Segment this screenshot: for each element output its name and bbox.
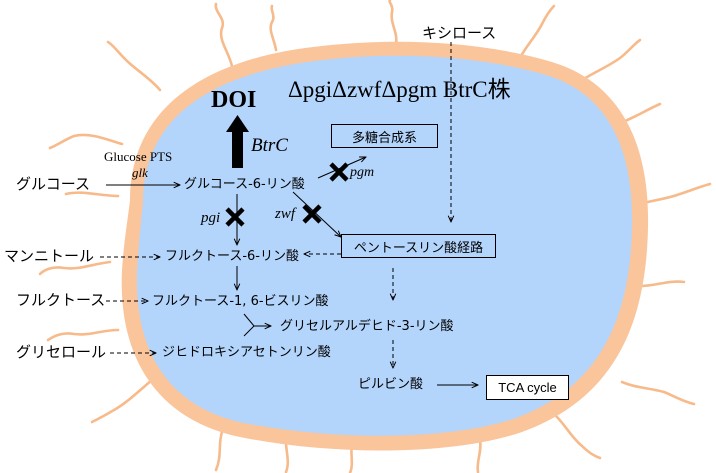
pilus [106, 40, 162, 92]
pilus [476, 438, 482, 473]
pgi-deletion-icon [225, 207, 245, 227]
doi-label: DOI [211, 87, 257, 113]
pilus [64, 191, 120, 198]
pilus [632, 182, 712, 208]
zwf-deletion-icon [302, 204, 322, 224]
f6p-label: フルクトース-6-リン酸 [165, 249, 300, 264]
pgm-deletion-icon [329, 162, 349, 182]
pilus [388, 0, 398, 46]
g6p-label: グルコース-6-リン酸 [184, 177, 305, 192]
pilus [214, 430, 224, 472]
tca-box: TCA cycle [486, 375, 569, 400]
btrc-label: BtrC [251, 135, 288, 156]
pgm-label: pgm [350, 165, 375, 180]
fructose-external: フルクトース [16, 291, 106, 309]
btrc-arrow-head [226, 115, 249, 132]
ppp-box: ペントースリン酸経路 [341, 234, 496, 258]
pilus [38, 260, 112, 276]
pgi-label: pgi [201, 210, 221, 226]
strain-title: ΔpgiΔzwfΔpgm BtrC株 [288, 77, 511, 102]
pilus [269, 4, 278, 52]
pilus [214, 2, 234, 68]
g3p-label: グリセルアルデヒド-3-リン酸 [280, 319, 454, 334]
glk-label: glk [132, 165, 148, 180]
pilus [638, 280, 686, 288]
btrc-arrow-shaft [232, 132, 243, 168]
glycerol-external: グリセロール [16, 343, 107, 361]
pilus [554, 414, 602, 460]
polysaccharide-box: 多糖合成系 [331, 124, 438, 148]
pilus [284, 440, 290, 473]
arrow-g6p-ppp [292, 191, 341, 237]
mannitol-external: マンニトール [4, 247, 95, 265]
dhap-label: ジヒドロキシアセトンリン酸 [162, 345, 331, 360]
pilus [620, 380, 696, 406]
split-dhap-g3p [243, 325, 255, 337]
fbp-label: フルクトース-1, 6-ビスリン酸 [152, 294, 329, 309]
pilus [518, 4, 556, 60]
glucose-external: グルコース [16, 175, 90, 193]
pilus [574, 38, 642, 86]
pilus [90, 378, 154, 424]
xylose-external: キシロース [422, 24, 497, 42]
pilus [46, 328, 120, 342]
pyruvate-label: ピルビン酸 [358, 377, 424, 392]
zwf-label: zwf [275, 206, 296, 222]
glucose-pts-label: Glucose PTS [104, 149, 173, 164]
pilus [48, 133, 124, 150]
